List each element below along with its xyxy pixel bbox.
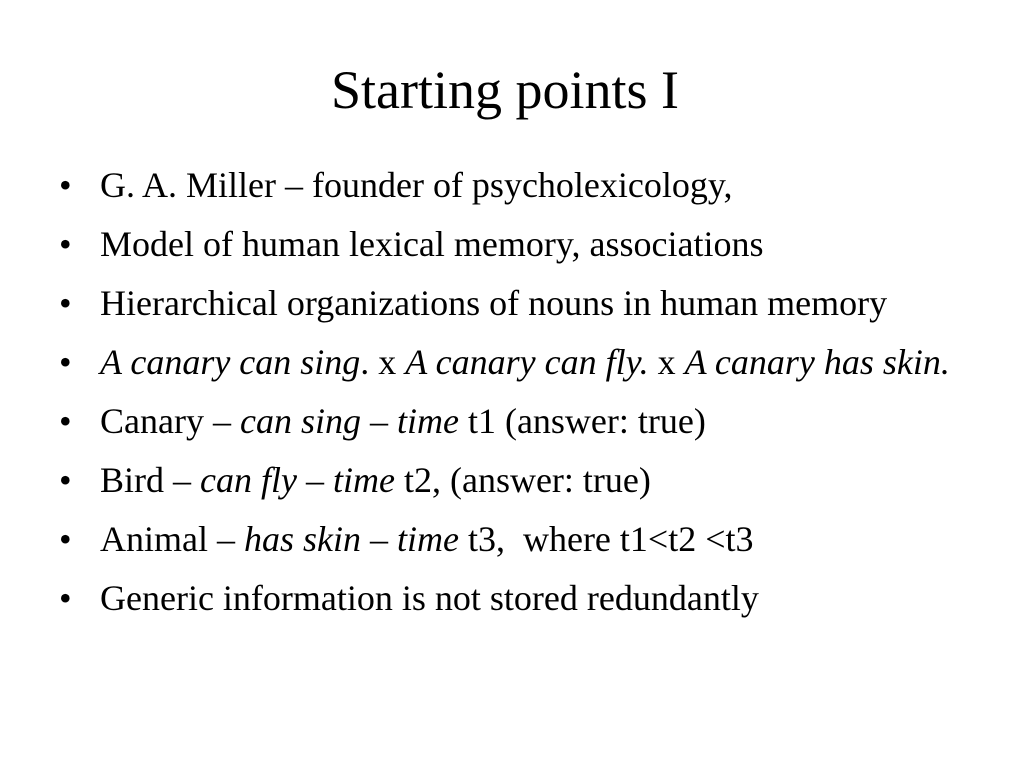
bullet-text-segment-italic: can sing – time: [239, 401, 459, 441]
bullet-item: • Generic information is not stored redu…: [55, 573, 955, 623]
bullet-icon: •: [59, 224, 72, 264]
bullet-text-segment-italic: A canary can sing: [100, 342, 361, 382]
bullet-item: • Model of human lexical memory, associa…: [55, 219, 955, 269]
bullet-text-segment-italic: A canary can fly.: [405, 342, 649, 382]
bullet-text-segment-italic: A canary has skin.: [684, 342, 950, 382]
bullet-text-segment: Hierarchical organizations of nouns in h…: [100, 283, 888, 323]
bullet-text-segment: Model of human lexical memory, associati…: [100, 224, 764, 264]
bullet-item: • Animal – has skin – time t3, where t1<…: [55, 514, 955, 564]
bullet-text-segment: t2, (answer: true): [394, 460, 651, 500]
bullet-list: • G. A. Miller – founder of psycholexico…: [55, 160, 955, 632]
bullet-icon: •: [59, 165, 72, 205]
bullet-text-segment-italic: has skin – time: [243, 519, 459, 559]
bullet-text-segment: Canary –: [100, 401, 240, 441]
bullet-item: • A canary can sing. x A canary can fly.…: [55, 337, 955, 387]
bullet-item: • G. A. Miller – founder of psycholexico…: [55, 160, 955, 210]
bullet-text-segment: G. A. Miller – founder of psycholexicolo…: [100, 165, 733, 205]
bullet-text-segment: x: [648, 342, 685, 382]
bullet-icon: •: [59, 578, 72, 618]
bullet-item: • Canary – can sing – time t1 (answer: t…: [55, 396, 955, 446]
bullet-icon: •: [59, 283, 72, 323]
bullet-item: • Bird – can fly – time t2, (answer: tru…: [55, 455, 955, 505]
bullet-icon: •: [59, 342, 72, 382]
bullet-icon: •: [59, 460, 72, 500]
bullet-text-segment: Generic information is not stored redund…: [100, 578, 759, 618]
bullet-item: • Hierarchical organizations of nouns in…: [55, 278, 955, 328]
bullet-text-segment: Animal –: [100, 519, 244, 559]
bullet-text-segment: . x: [360, 342, 406, 382]
bullet-text-segment-italic: can fly – time: [200, 460, 395, 500]
bullet-icon: •: [59, 519, 72, 559]
bullet-text-segment: Bird –: [100, 460, 201, 500]
bullet-text-segment: t3, where t1<t2 <t3: [458, 519, 754, 559]
bullet-text-segment: t1 (answer: true): [458, 401, 706, 441]
slide-title: Starting points I: [331, 60, 679, 120]
bullet-icon: •: [59, 401, 72, 441]
